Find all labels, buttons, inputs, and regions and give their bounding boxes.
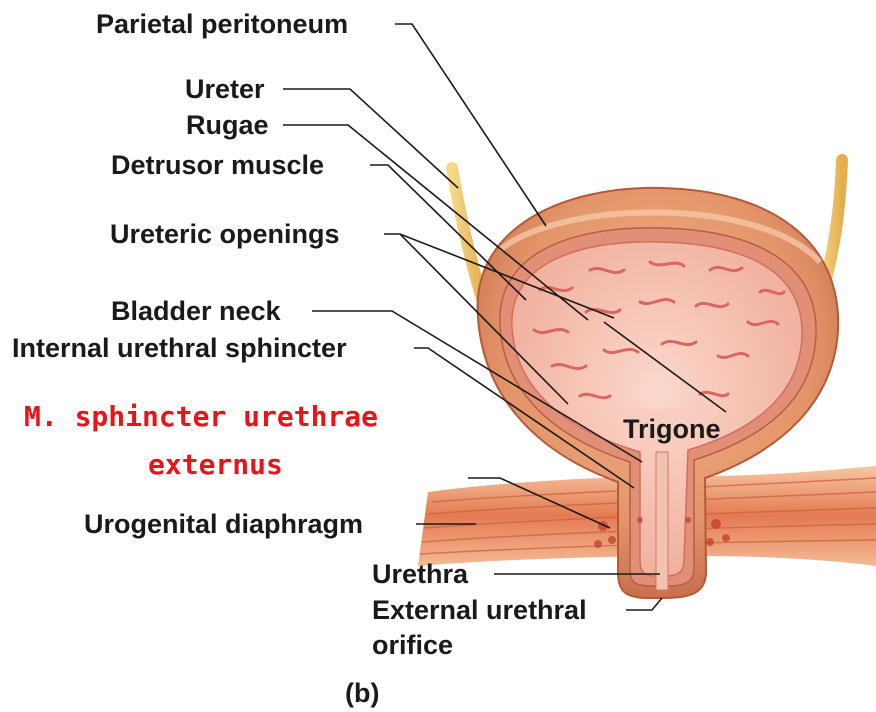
- label-urethra: Urethra: [372, 561, 468, 588]
- label-ureter: Ureter: [185, 76, 265, 103]
- annotation-sphincter-line1: M. sphincter urethrae: [24, 403, 378, 431]
- leader-external-orifice: [626, 598, 662, 610]
- label-internal-urethral-sphincter: Internal urethral sphincter: [12, 335, 347, 362]
- label-urogenital-diaphragm: Urogenital diaphragm: [84, 511, 363, 538]
- label-ureteric-openings: Ureteric openings: [110, 221, 340, 248]
- urethra-channel: [656, 452, 668, 590]
- label-trigone: Trigone: [623, 416, 721, 443]
- label-orifice: orifice: [372, 632, 453, 659]
- leader-parietal-peritoneum: [395, 24, 546, 226]
- panel-label: (b): [345, 680, 379, 707]
- label-bladder-neck: Bladder neck: [111, 298, 281, 325]
- label-rugae: Rugae: [186, 112, 269, 139]
- annotation-sphincter-line2: externus: [148, 451, 283, 479]
- label-detrusor-muscle: Detrusor muscle: [111, 152, 324, 179]
- label-external-urethral: External urethral: [372, 597, 587, 624]
- label-parietal-peritoneum: Parietal peritoneum: [96, 11, 348, 38]
